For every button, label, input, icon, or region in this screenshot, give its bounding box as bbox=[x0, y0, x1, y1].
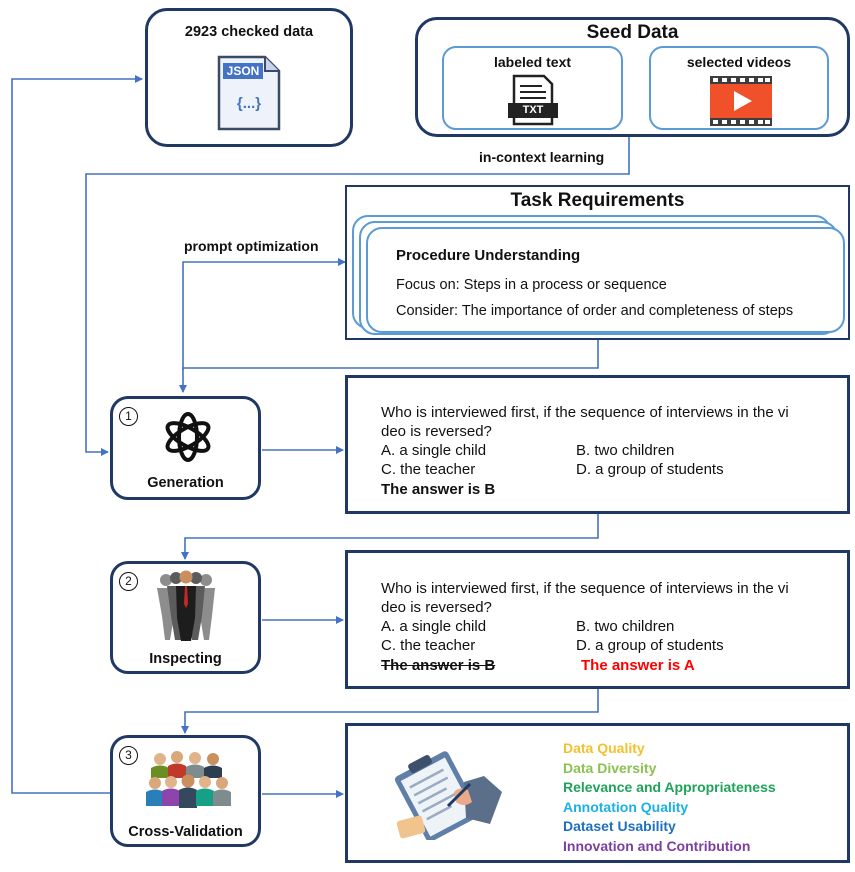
task-requirements-title: Task Requirements bbox=[510, 190, 685, 211]
evaluation-criteria-box: Data Quality Data Diversity Relevance an… bbox=[345, 723, 850, 863]
cross-validation-step-box: 3 Cross-Validation bbox=[110, 735, 261, 847]
inspectors-group-icon bbox=[154, 570, 218, 642]
inspected-question-box: Who is interviewed first, if the sequenc… bbox=[345, 550, 850, 689]
option-a: A. a single child bbox=[381, 442, 487, 459]
checked-data-box: 2923 checked data JSON {...} bbox=[145, 8, 353, 147]
question-line-2: deo is reversed? bbox=[381, 599, 492, 616]
selected-videos-label: selected videos bbox=[686, 54, 792, 70]
criterion-annotation-quality: Annotation Quality bbox=[563, 799, 689, 815]
inspecting-label: Inspecting bbox=[149, 651, 222, 667]
generation-step-box: 1 Generation bbox=[110, 396, 261, 500]
generation-label: Generation bbox=[147, 475, 224, 491]
option-b: B. two children bbox=[576, 442, 675, 459]
option-c: C. the teacher bbox=[381, 461, 476, 478]
option-d: D. a group of students bbox=[576, 461, 724, 478]
question-line-1: Who is interviewed first, if the sequenc… bbox=[381, 580, 789, 597]
option-d: D. a group of students bbox=[576, 637, 724, 654]
criterion-relevance: Relevance and Appropriateness bbox=[563, 779, 776, 795]
question-line-2: deo is reversed? bbox=[381, 423, 492, 440]
openai-logo-icon bbox=[160, 409, 216, 465]
seed-data-box: Seed Data labeled text TXT selected vide… bbox=[415, 17, 850, 137]
task-card-title: Procedure Understanding bbox=[396, 247, 581, 264]
json-file-icon: JSON {...} bbox=[217, 55, 281, 131]
task-requirements-box: Task Requirements Procedure Understandin… bbox=[345, 185, 850, 340]
option-a: A. a single child bbox=[381, 618, 487, 635]
corrected-answer: The answer is A bbox=[581, 657, 695, 674]
step-number-badge: 2 bbox=[119, 572, 138, 591]
cross-validation-label: Cross-Validation bbox=[128, 824, 243, 840]
generated-answer: The answer is B bbox=[381, 481, 496, 498]
in-context-learning-label: in-context learning bbox=[479, 149, 605, 165]
txt-file-icon: TXT bbox=[506, 74, 560, 126]
criterion-innovation: Innovation and Contribution bbox=[563, 838, 751, 854]
step-number-badge: 1 bbox=[119, 407, 138, 426]
video-play-icon bbox=[709, 75, 773, 127]
task-consider-text: Consider: The importance of order and co… bbox=[396, 303, 794, 319]
option-c: C. the teacher bbox=[381, 637, 476, 654]
task-card-front: Procedure Understanding Focus on: Steps … bbox=[366, 227, 845, 333]
labeled-text-label: labeled text bbox=[493, 54, 572, 70]
generated-question-box: Who is interviewed first, if the sequenc… bbox=[345, 375, 850, 514]
json-file-tag: JSON bbox=[226, 64, 260, 78]
question-line-1: Who is interviewed first, if the sequenc… bbox=[381, 404, 789, 421]
step-number-badge: 3 bbox=[119, 746, 138, 765]
seed-data-title: Seed Data bbox=[586, 22, 679, 43]
criterion-dataset-usability: Dataset Usability bbox=[563, 818, 676, 834]
clipboard-review-icon bbox=[386, 748, 506, 842]
criterion-data-diversity: Data Diversity bbox=[563, 760, 657, 776]
option-b: B. two children bbox=[576, 618, 675, 635]
inspecting-step-box: 2 Inspecting bbox=[110, 561, 261, 674]
prompt-optimization-arrow bbox=[182, 258, 346, 370]
json-file-body: {...} bbox=[236, 95, 262, 112]
crowd-icon bbox=[146, 750, 232, 812]
txt-file-tag: TXT bbox=[522, 104, 544, 116]
labeled-text-card: labeled text TXT bbox=[442, 46, 623, 130]
selected-videos-card: selected videos bbox=[649, 46, 829, 130]
struck-answer: The answer is B bbox=[381, 657, 496, 674]
criterion-data-quality: Data Quality bbox=[563, 740, 645, 756]
prompt-optimization-label: prompt optimization bbox=[184, 238, 319, 254]
checked-data-title: 2923 checked data bbox=[184, 24, 314, 40]
task-focus-text: Focus on: Steps in a process or sequence bbox=[396, 277, 667, 293]
